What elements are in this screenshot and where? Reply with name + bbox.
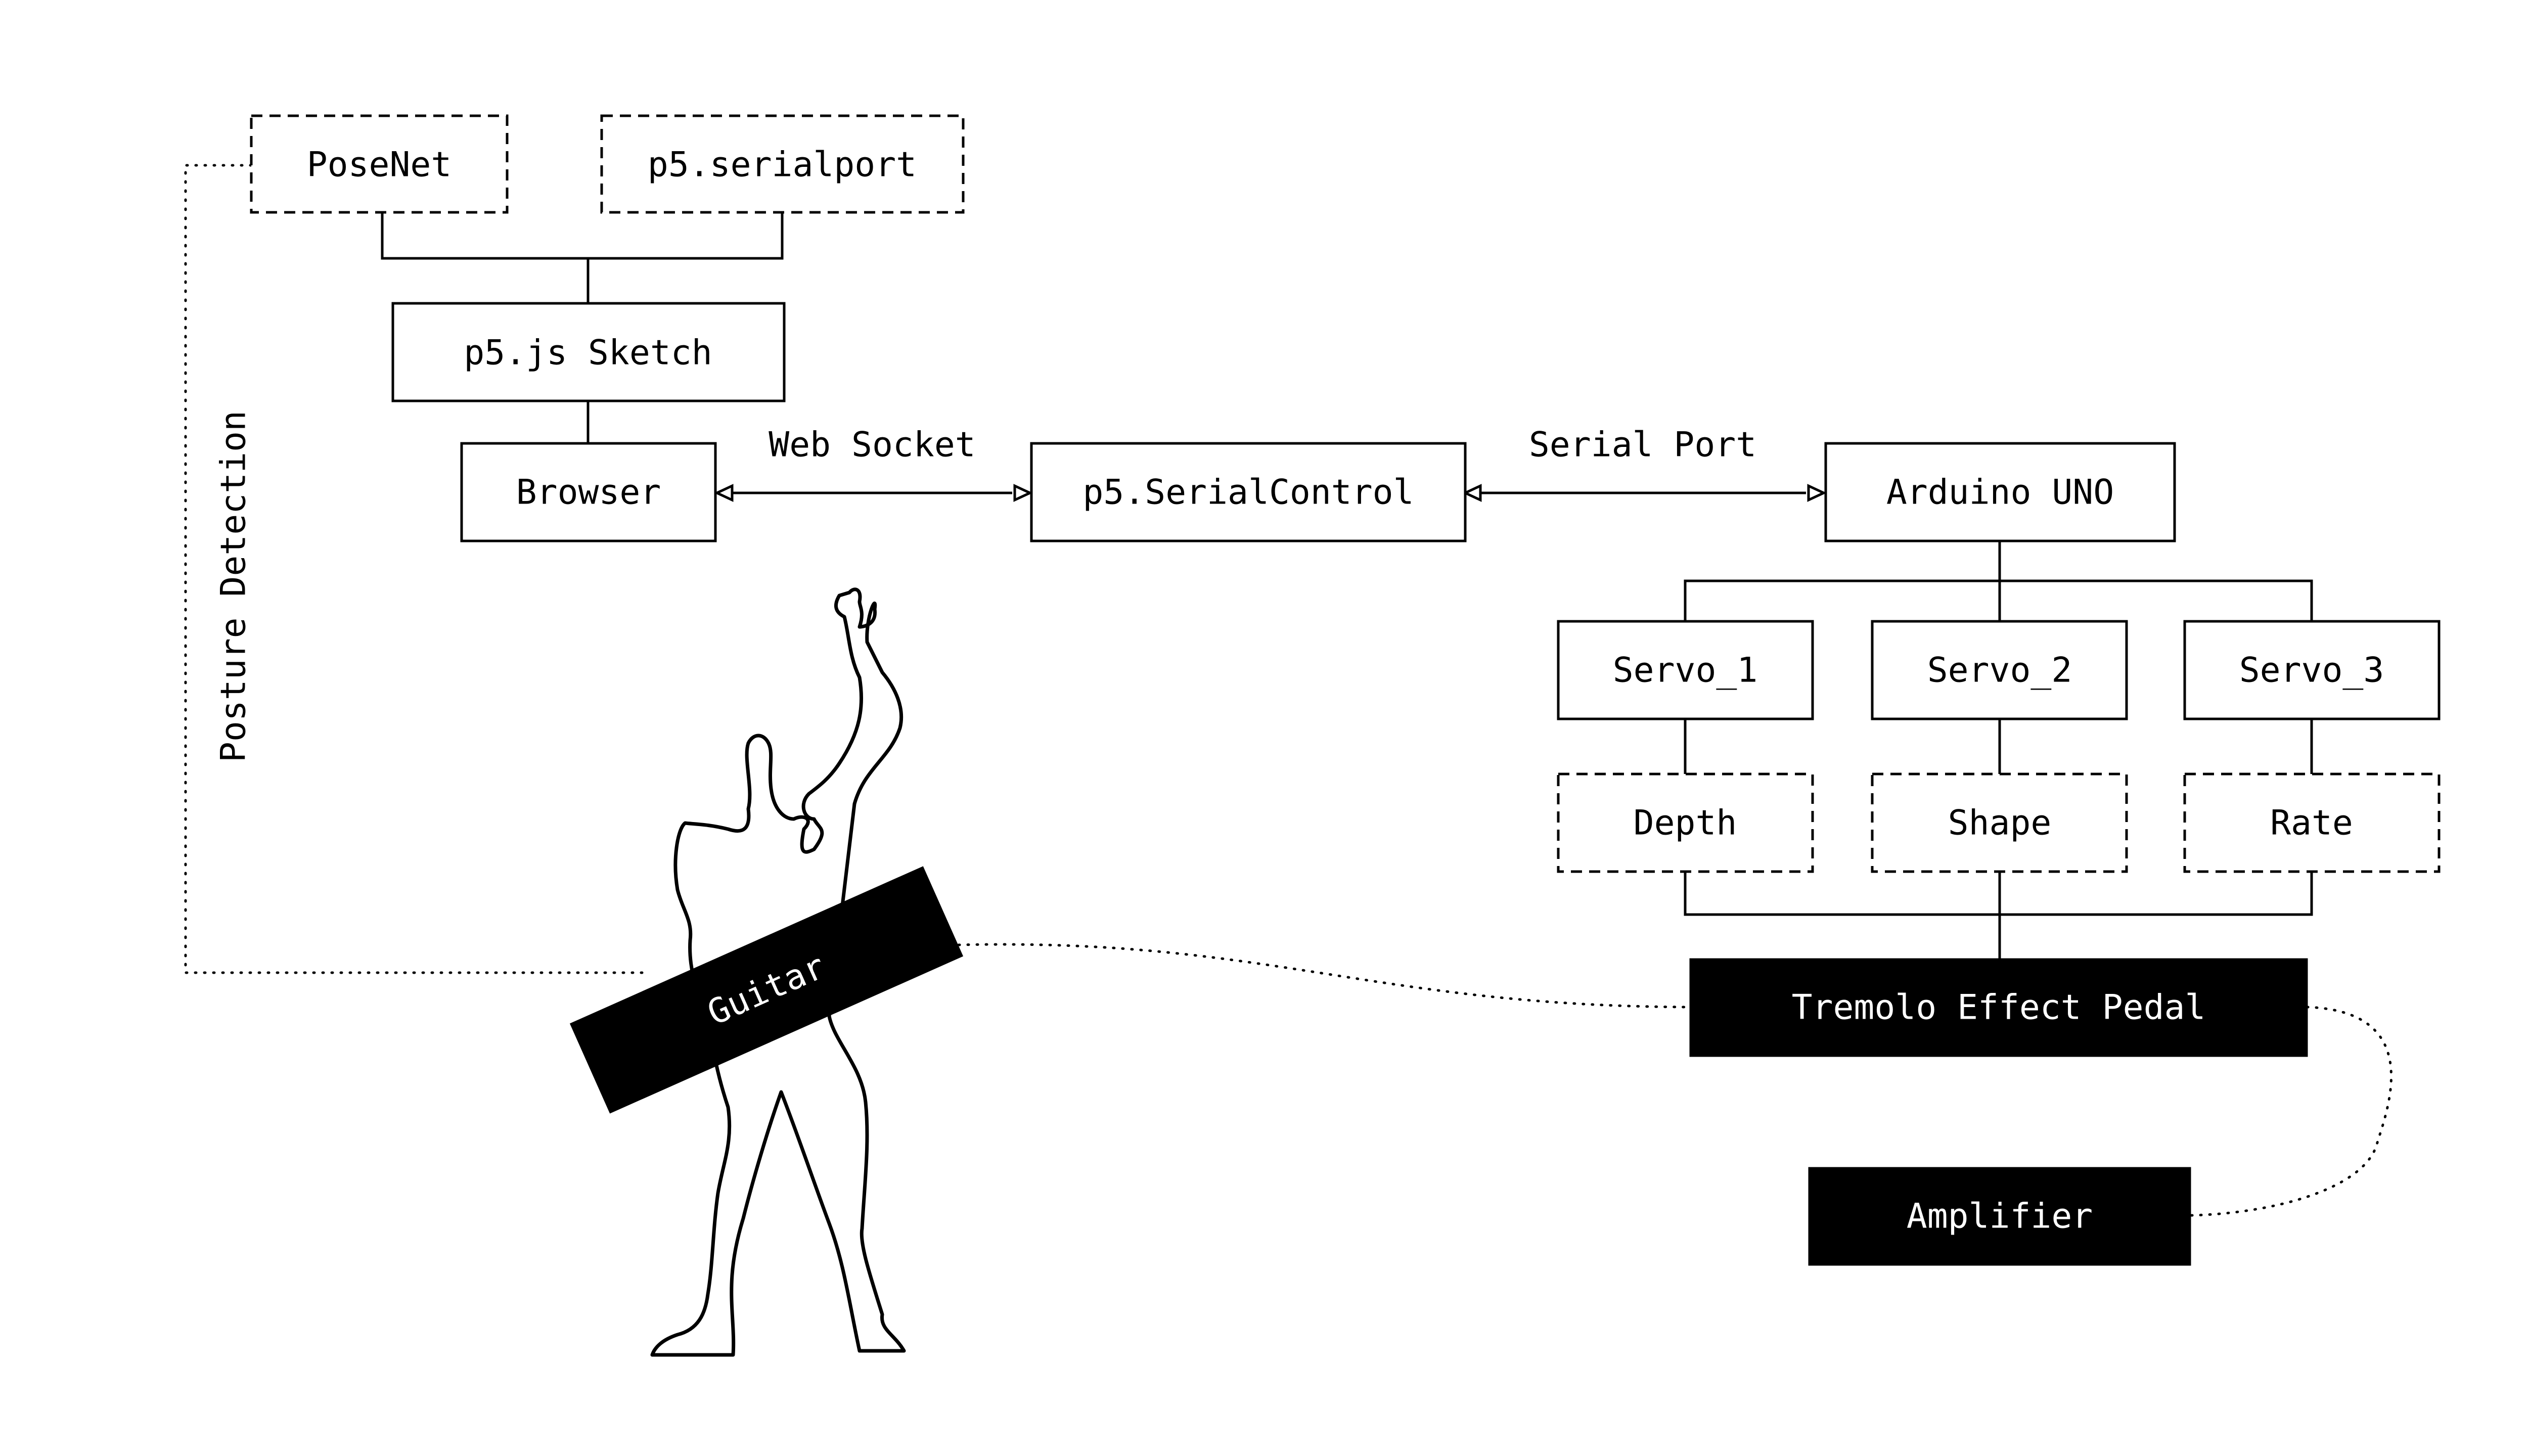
connector-arduino-to-servos [1684, 541, 2313, 621]
arrowhead-left-icon [714, 484, 734, 502]
node-browser: Browser [460, 442, 717, 542]
node-depth: Depth [1557, 772, 1814, 873]
guitar-cable [939, 943, 1691, 1009]
tremolo-pedal-label: Tremolo Effect Pedal [1792, 988, 2206, 1028]
arrowhead-right-icon [1013, 484, 1033, 502]
web-socket-arrow [714, 484, 1033, 502]
amplifier-label: Amplifier [1907, 1197, 2093, 1237]
pedal-to-amp-cable [2190, 1006, 2392, 1217]
p5-serialport-label: p5.serialport [648, 145, 917, 185]
servo-2-label: Servo_2 [1927, 651, 2072, 691]
node-p5-serialcontrol: p5.SerialControl [1030, 442, 1467, 542]
node-rate: Rate [2183, 772, 2441, 873]
node-servo-2: Servo_2 [1871, 620, 2128, 720]
node-arduino-uno: Arduino UNO [1824, 442, 2176, 542]
servo-1-label: Servo_1 [1613, 651, 1758, 691]
p5js-sketch-label: p5.js Sketch [464, 333, 712, 373]
serial-port-arrow [1462, 484, 1827, 502]
node-p5-serialport: p5.serialport [600, 114, 965, 214]
posenet-label: PoseNet [307, 145, 452, 185]
rate-label: Rate [2270, 803, 2353, 843]
serial-port-label: Serial Port [1529, 425, 1756, 465]
node-guitar: Guitar [569, 866, 964, 1114]
node-p5js-sketch: p5.js Sketch [391, 302, 786, 402]
web-socket-label: Web Socket [769, 425, 975, 465]
shape-label: Shape [1948, 803, 2052, 843]
node-posenet: PoseNet [250, 114, 509, 214]
node-tremolo-pedal: Tremolo Effect Pedal [1689, 958, 2308, 1057]
node-amplifier: Amplifier [1808, 1167, 2191, 1266]
node-servo-3: Servo_3 [2183, 620, 2441, 720]
posture-detection-line [184, 164, 647, 974]
node-servo-1: Servo_1 [1557, 620, 1814, 720]
arduino-uno-label: Arduino UNO [1886, 473, 2114, 513]
browser-label: Browser [516, 473, 661, 513]
arrowhead-right-icon [1807, 484, 1827, 502]
node-shape: Shape [1871, 772, 2128, 873]
posture-detection-label: Posture Detection [214, 411, 254, 762]
connector-lines [381, 212, 2313, 960]
depth-label: Depth [1634, 803, 1737, 843]
connector-controls-to-pedal [1684, 872, 2313, 960]
arrowhead-left-icon [1462, 484, 1482, 502]
servo-3-label: Servo_3 [2239, 651, 2384, 691]
connector-libs-to-sketch [381, 212, 784, 303]
p5-serialcontrol-label: p5.SerialControl [1082, 473, 1414, 513]
